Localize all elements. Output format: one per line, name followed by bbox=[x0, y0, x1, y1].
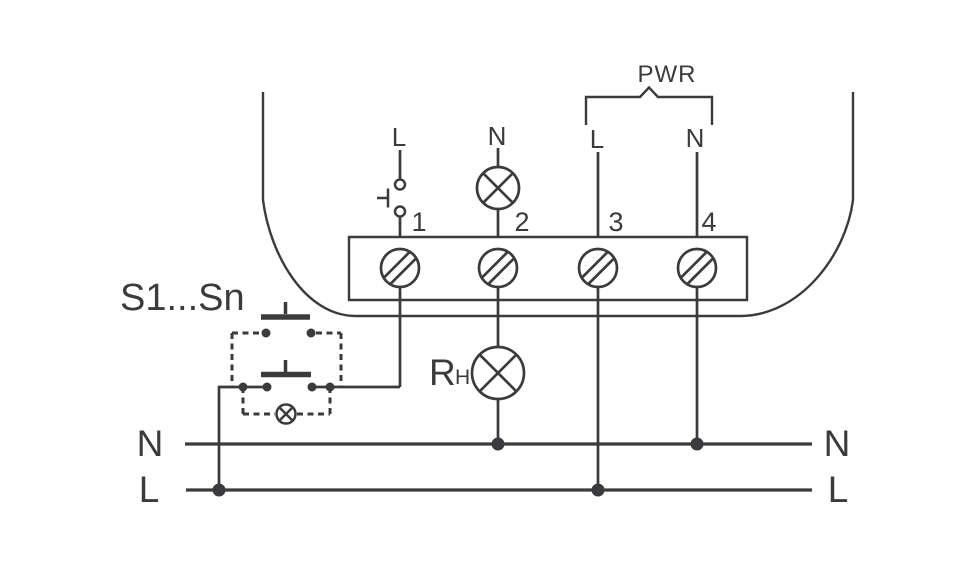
terminal-block bbox=[349, 237, 747, 300]
junction-dot bbox=[690, 437, 704, 451]
terminal-screw-1 bbox=[381, 249, 419, 287]
load-lamp-icon bbox=[472, 347, 524, 399]
junction-dot bbox=[491, 437, 505, 451]
terminal-3-number: 3 bbox=[608, 207, 623, 237]
terminal-1-top-label: L bbox=[392, 122, 406, 152]
load-label-subscript: H bbox=[455, 366, 470, 389]
switch-group-label: S1...Sn bbox=[120, 277, 245, 319]
terminal-3-top-label: L bbox=[590, 124, 604, 154]
line-bus-right-label: L bbox=[828, 469, 849, 510]
terminal-wires bbox=[400, 148, 697, 490]
lamp-icon bbox=[477, 167, 519, 209]
terminal-1-number: 1 bbox=[411, 207, 426, 237]
junction-dot bbox=[212, 483, 226, 497]
junction-dot bbox=[591, 483, 605, 497]
pushbutton-1-icon bbox=[261, 302, 316, 338]
switch-circuit-wire bbox=[219, 387, 400, 490]
neutral-bus-right-label: N bbox=[824, 423, 851, 464]
pwr-label: PWR bbox=[638, 61, 697, 88]
extension-box-dashed bbox=[232, 333, 341, 387]
pwr-bracket bbox=[586, 88, 712, 126]
terminal-screw-3 bbox=[579, 249, 617, 287]
loop-node-left bbox=[238, 382, 248, 392]
terminal-4-number: 4 bbox=[701, 207, 716, 237]
no-contact-icon bbox=[377, 180, 405, 217]
terminal-screw-4 bbox=[678, 249, 716, 287]
terminal-screw-2 bbox=[479, 249, 517, 287]
loop-node-right bbox=[325, 382, 335, 392]
terminal-4-top-label: N bbox=[686, 123, 705, 153]
indicator-loop-dashed bbox=[243, 387, 330, 414]
line-bus-left-label: L bbox=[139, 469, 160, 510]
device-outline bbox=[263, 92, 853, 316]
terminal-2-number: 2 bbox=[514, 207, 529, 237]
pushbutton-2-icon bbox=[261, 360, 317, 392]
neutral-bus-left-label: N bbox=[137, 423, 164, 464]
indicator-lamp-icon bbox=[277, 405, 296, 424]
load-label: R bbox=[429, 352, 456, 393]
terminal-2-top-label: N bbox=[488, 121, 507, 151]
